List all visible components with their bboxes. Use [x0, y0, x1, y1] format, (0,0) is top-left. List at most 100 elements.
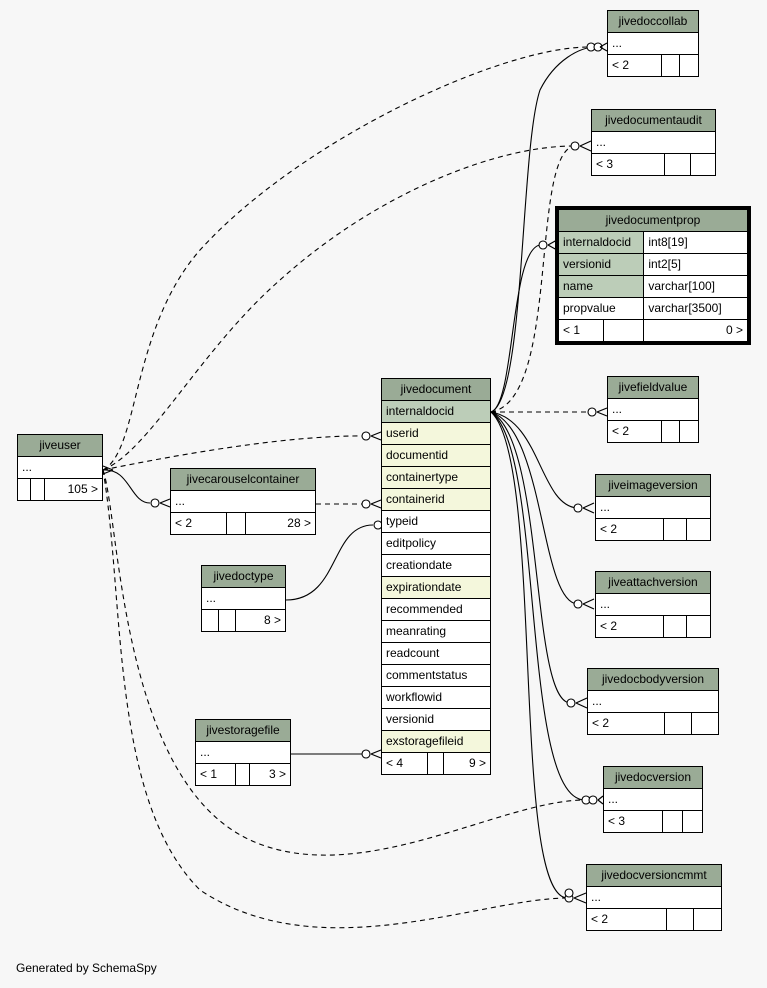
column-type: varchar[100] [643, 275, 748, 298]
column-name[interactable]: internaldocid [381, 400, 491, 423]
edge-jiveuser-jivedoccollab [102, 46, 590, 471]
column-name[interactable]: containerid [381, 488, 491, 511]
parents-count[interactable]: < 2 [607, 420, 662, 443]
table-title[interactable]: jivedocument [381, 378, 491, 401]
column-name[interactable]: typeid [381, 510, 491, 533]
parents-count[interactable]: < 2 [595, 518, 664, 541]
parents-count[interactable]: < 3 [590, 153, 666, 176]
parents-count[interactable]: < 2 [586, 712, 666, 735]
children-count[interactable] [693, 908, 722, 931]
column-name[interactable]: recommended [381, 598, 491, 621]
children-count[interactable] [691, 712, 719, 735]
table-jivedocumentaudit[interactable]: jivedocumentaudit ... < 3 [590, 109, 717, 176]
parents-count[interactable]: < 1 [194, 763, 237, 786]
parents-count[interactable]: < 3 [603, 810, 663, 833]
table-jivedocversioncmmt[interactable]: jivedocversioncmmt ... < 2 [586, 864, 722, 931]
children-count[interactable] [686, 518, 711, 541]
column-name[interactable]: containertype [381, 466, 491, 489]
edge-jivedocument-jivedocversioncmmt [490, 411, 569, 899]
generated-by-footer: Generated by SchemaSpy [16, 961, 157, 975]
table-title[interactable]: jiveuser [17, 434, 103, 457]
table-columns-placeholder: ... [17, 456, 103, 479]
edge-jivedocument-jivedoccollab [490, 46, 597, 413]
edge-jiveuser-jivedocument [102, 435, 366, 471]
children-count[interactable] [686, 615, 711, 638]
table-jivedoctype[interactable]: jivedoctype ... 8 > [200, 565, 286, 632]
table-title[interactable]: jivestoragefile [195, 719, 291, 742]
column-name[interactable]: userid [381, 422, 491, 445]
children-count[interactable]: 0 > [643, 319, 748, 342]
children-count[interactable] [679, 54, 699, 77]
table-columns-placeholder: ... [607, 398, 699, 421]
parents-count[interactable] [200, 609, 220, 632]
table-title[interactable]: jivedocumentprop [558, 209, 748, 232]
table-columns-placeholder: ... [170, 490, 316, 513]
table-title[interactable]: jiveimageversion [595, 474, 711, 497]
column-name[interactable]: documentid [381, 444, 491, 467]
children-count[interactable]: 3 > [249, 763, 291, 786]
children-count[interactable]: 8 > [235, 609, 286, 632]
column-name[interactable]: versionid [557, 253, 645, 276]
column-name[interactable]: meanrating [381, 620, 491, 643]
table-title[interactable]: jivedocversioncmmt [586, 864, 722, 887]
table-title[interactable]: jivedocbodyversion [587, 668, 719, 691]
column-name[interactable]: expirationdate [381, 576, 491, 599]
table-columns-placeholder: ... [586, 886, 722, 909]
edge-jivedocument-jivedocumentprop [490, 244, 541, 413]
table-columns-placeholder: ... [607, 32, 699, 55]
column-name[interactable]: versionid [381, 708, 491, 731]
children-count[interactable]: 28 > [244, 512, 317, 535]
column-name[interactable]: readcount [381, 642, 491, 665]
table-title[interactable]: jivedocversion [603, 766, 703, 789]
table-title[interactable]: jivedocumentaudit [591, 109, 716, 132]
edge-jiveuser-jivedocversioncmmt [102, 469, 569, 929]
table-title[interactable]: jivefieldvalue [607, 376, 699, 399]
edge-jiveuser-jivedocversion [102, 469, 586, 856]
column-name[interactable]: editpolicy [381, 532, 491, 555]
edge-jivedocument-jivedocversion [490, 411, 586, 801]
edge-jivedoctype-jivedocument [285, 524, 374, 601]
children-count[interactable]: 9 > [443, 752, 491, 775]
table-jivedocversion[interactable]: jivedocversion ... < 3 [603, 766, 704, 833]
column-type: int8[19] [643, 231, 748, 254]
column-name[interactable]: creationdate [381, 554, 491, 577]
column-name[interactable]: exstoragefileid [381, 730, 491, 753]
table-jivecarouselcontainer[interactable]: jivecarouselcontainer ... < 2 28 > [170, 468, 317, 535]
table-title[interactable]: jiveattachversion [595, 571, 711, 594]
parents-count[interactable]: < 4 [380, 752, 429, 775]
edge-jivedocument-jiveimageversion [490, 411, 578, 509]
column-name[interactable]: internaldocid [557, 231, 645, 254]
column-name[interactable]: propvalue [557, 297, 645, 320]
edge-jiveuser-jivedocumentaudit [102, 145, 574, 471]
children-count[interactable] [689, 153, 717, 176]
children-count[interactable]: 105 > [43, 478, 104, 501]
column-name[interactable]: workflowid [381, 686, 491, 709]
table-jiveimageversion[interactable]: jiveimageversion ... < 2 [595, 474, 711, 541]
column-type: varchar[3500] [643, 297, 748, 320]
table-columns-placeholder: ... [587, 690, 719, 713]
table-title[interactable]: jivedoctype [201, 565, 286, 588]
column-name[interactable]: name [557, 275, 645, 298]
table-columns-placeholder: ... [595, 496, 711, 519]
parents-count[interactable]: < 2 [170, 512, 227, 535]
parents-count[interactable]: < 1 [558, 319, 604, 342]
table-title[interactable]: jivecarouselcontainer [170, 468, 316, 491]
column-name[interactable]: commentstatus [381, 664, 491, 687]
table-jiveuser[interactable]: jiveuser ... 105 > [16, 434, 104, 501]
children-count[interactable] [681, 810, 704, 833]
table-jivefieldvalue[interactable]: jivefieldvalue ... < 2 [607, 376, 699, 443]
table-columns-placeholder: ... [595, 593, 711, 616]
parents-count[interactable] [16, 478, 32, 501]
table-jivedoccollab[interactable]: jivedoccollab ... < 2 [607, 10, 699, 77]
children-count[interactable] [679, 420, 699, 443]
table-jiveattachversion[interactable]: jiveattachversion ... < 2 [595, 571, 711, 638]
parents-count[interactable]: < 2 [586, 908, 667, 931]
table-jivedocument[interactable]: jivedocument internaldocid userid docume… [380, 378, 491, 775]
parents-count[interactable]: < 2 [607, 54, 662, 77]
parents-count[interactable]: < 2 [595, 615, 664, 638]
table-jivedocbodyversion[interactable]: jivedocbodyversion ... < 2 [586, 668, 719, 735]
table-title[interactable]: jivedoccollab [607, 10, 699, 33]
